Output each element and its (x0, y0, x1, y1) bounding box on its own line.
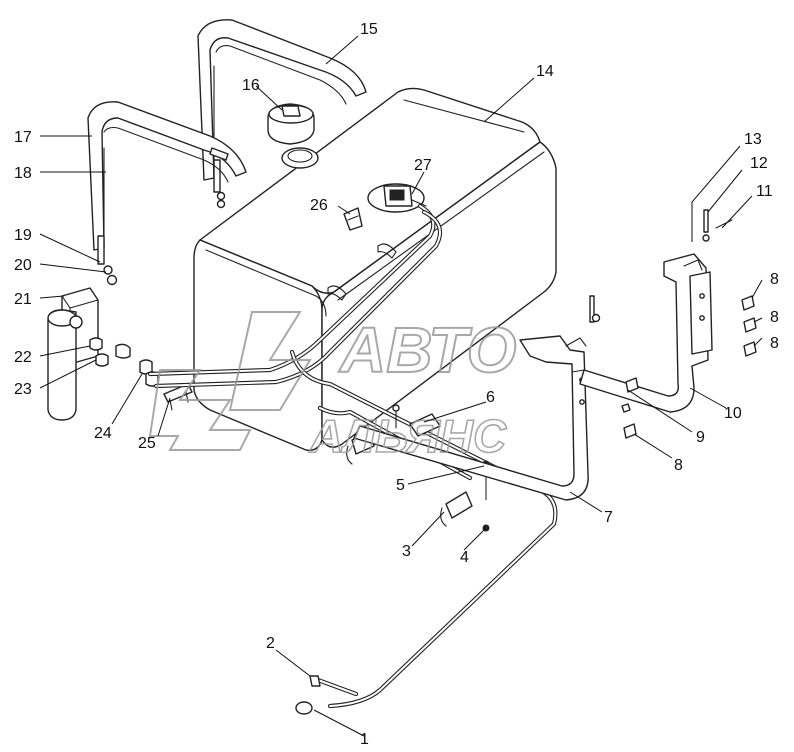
bracket-rear (579, 253, 713, 413)
bolts (589, 209, 757, 439)
callout-18: 18 (14, 165, 32, 182)
callout-10: 10 (724, 405, 742, 422)
callout-21: 21 (14, 291, 32, 308)
callout-7: 7 (604, 509, 613, 526)
callout-6: 6 (486, 389, 495, 406)
watermark-line2: АЛЬЯНС (309, 410, 507, 462)
callout-22: 22 (14, 349, 32, 366)
callout-17: 17 (14, 129, 32, 146)
callout-23: 23 (14, 381, 32, 398)
leader-lines (39, 35, 763, 737)
watermark-line1: АВТО (338, 314, 516, 386)
watermark: АВТО АЛЬЯНС (148, 311, 517, 463)
fuel-level-sender (367, 183, 427, 213)
callout-16: 16 (242, 77, 260, 94)
callout-8-a: 8 (770, 271, 779, 288)
callout-5: 5 (396, 477, 405, 494)
callout-9: 9 (696, 429, 705, 446)
callout-26: 26 (310, 197, 328, 214)
callout-20: 20 (14, 257, 32, 274)
callout-2: 2 (266, 635, 275, 652)
callout-3: 3 (402, 543, 411, 560)
callout-11: 11 (756, 183, 773, 200)
callout-14: 14 (536, 63, 554, 80)
bracket-front (353, 335, 589, 501)
callout-8-c: 8 (770, 335, 779, 352)
callout-24: 24 (94, 425, 112, 442)
callout-labels: 1 2 3 4 5 6 7 8 8 8 8 9 10 11 12 13 14 1… (14, 21, 779, 748)
callout-1: 1 (360, 731, 369, 748)
callout-12: 12 (750, 155, 768, 172)
tank-strap-front (87, 101, 247, 286)
callout-27: 27 (414, 157, 432, 174)
fuel-cap (267, 103, 315, 145)
callout-8-b: 8 (770, 309, 779, 326)
fuel-tank (193, 87, 557, 451)
callout-15: 15 (360, 21, 378, 38)
callout-4: 4 (460, 549, 469, 566)
fuel-filter-assembly (47, 287, 131, 421)
callout-8-d: 8 (674, 457, 683, 474)
fuel-lines (147, 203, 558, 715)
callout-25: 25 (138, 435, 156, 452)
callout-19: 19 (14, 227, 32, 244)
callout-13: 13 (744, 131, 762, 148)
tank-strap-rear (197, 19, 367, 209)
